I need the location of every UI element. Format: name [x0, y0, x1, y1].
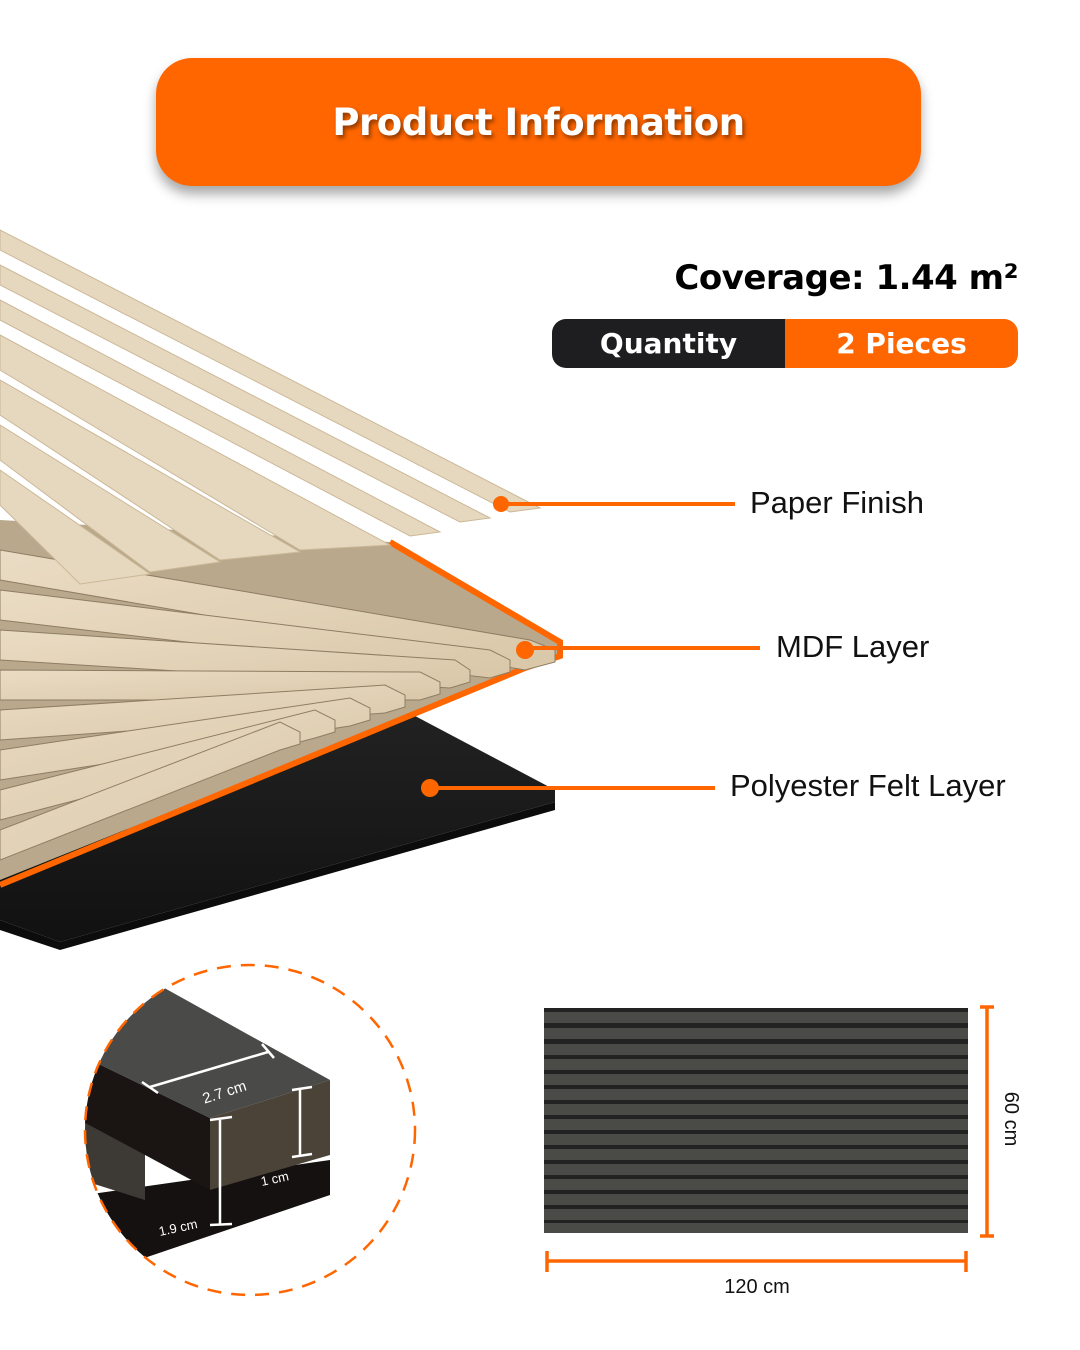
slat-detail-closeup: 2.7 cm 1 cm 1.9 cm	[50, 960, 470, 1320]
label-paper-finish: Paper Finish	[750, 485, 925, 520]
panel-height-label: 60 cm	[1000, 1092, 1022, 1146]
mdf-layer-dot	[516, 641, 534, 659]
coverage-text: Coverage: 1.44 m²	[674, 258, 1018, 298]
quantity-label: Quantity	[552, 319, 785, 368]
panel-dimensions-diagram: 120 cm 60 cm	[530, 990, 1050, 1310]
felt-layer	[0, 708, 555, 950]
mdf-layer	[0, 520, 563, 888]
product-information-banner: Product Information	[156, 58, 921, 186]
felt-layer-dot	[421, 779, 439, 797]
page-title: Product Information	[332, 100, 745, 144]
exploded-layers-illustration	[0, 229, 563, 950]
label-mdf-layer: MDF Layer	[776, 629, 930, 664]
quantity-badge: Quantity 2 Pieces	[552, 319, 1018, 368]
paper-finish-dot	[493, 496, 509, 512]
paper-finish-layer	[0, 229, 542, 585]
panel-slats	[544, 1012, 968, 1233]
panel-width-label: 120 cm	[724, 1276, 790, 1298]
quantity-value: 2 Pieces	[785, 319, 1018, 368]
width-dimension-line	[545, 1251, 968, 1272]
slat-height-label: 1 cm	[259, 1168, 290, 1189]
height-dimension-line	[980, 1005, 994, 1238]
label-polyester-felt-layer: Polyester Felt Layer	[730, 768, 1006, 803]
